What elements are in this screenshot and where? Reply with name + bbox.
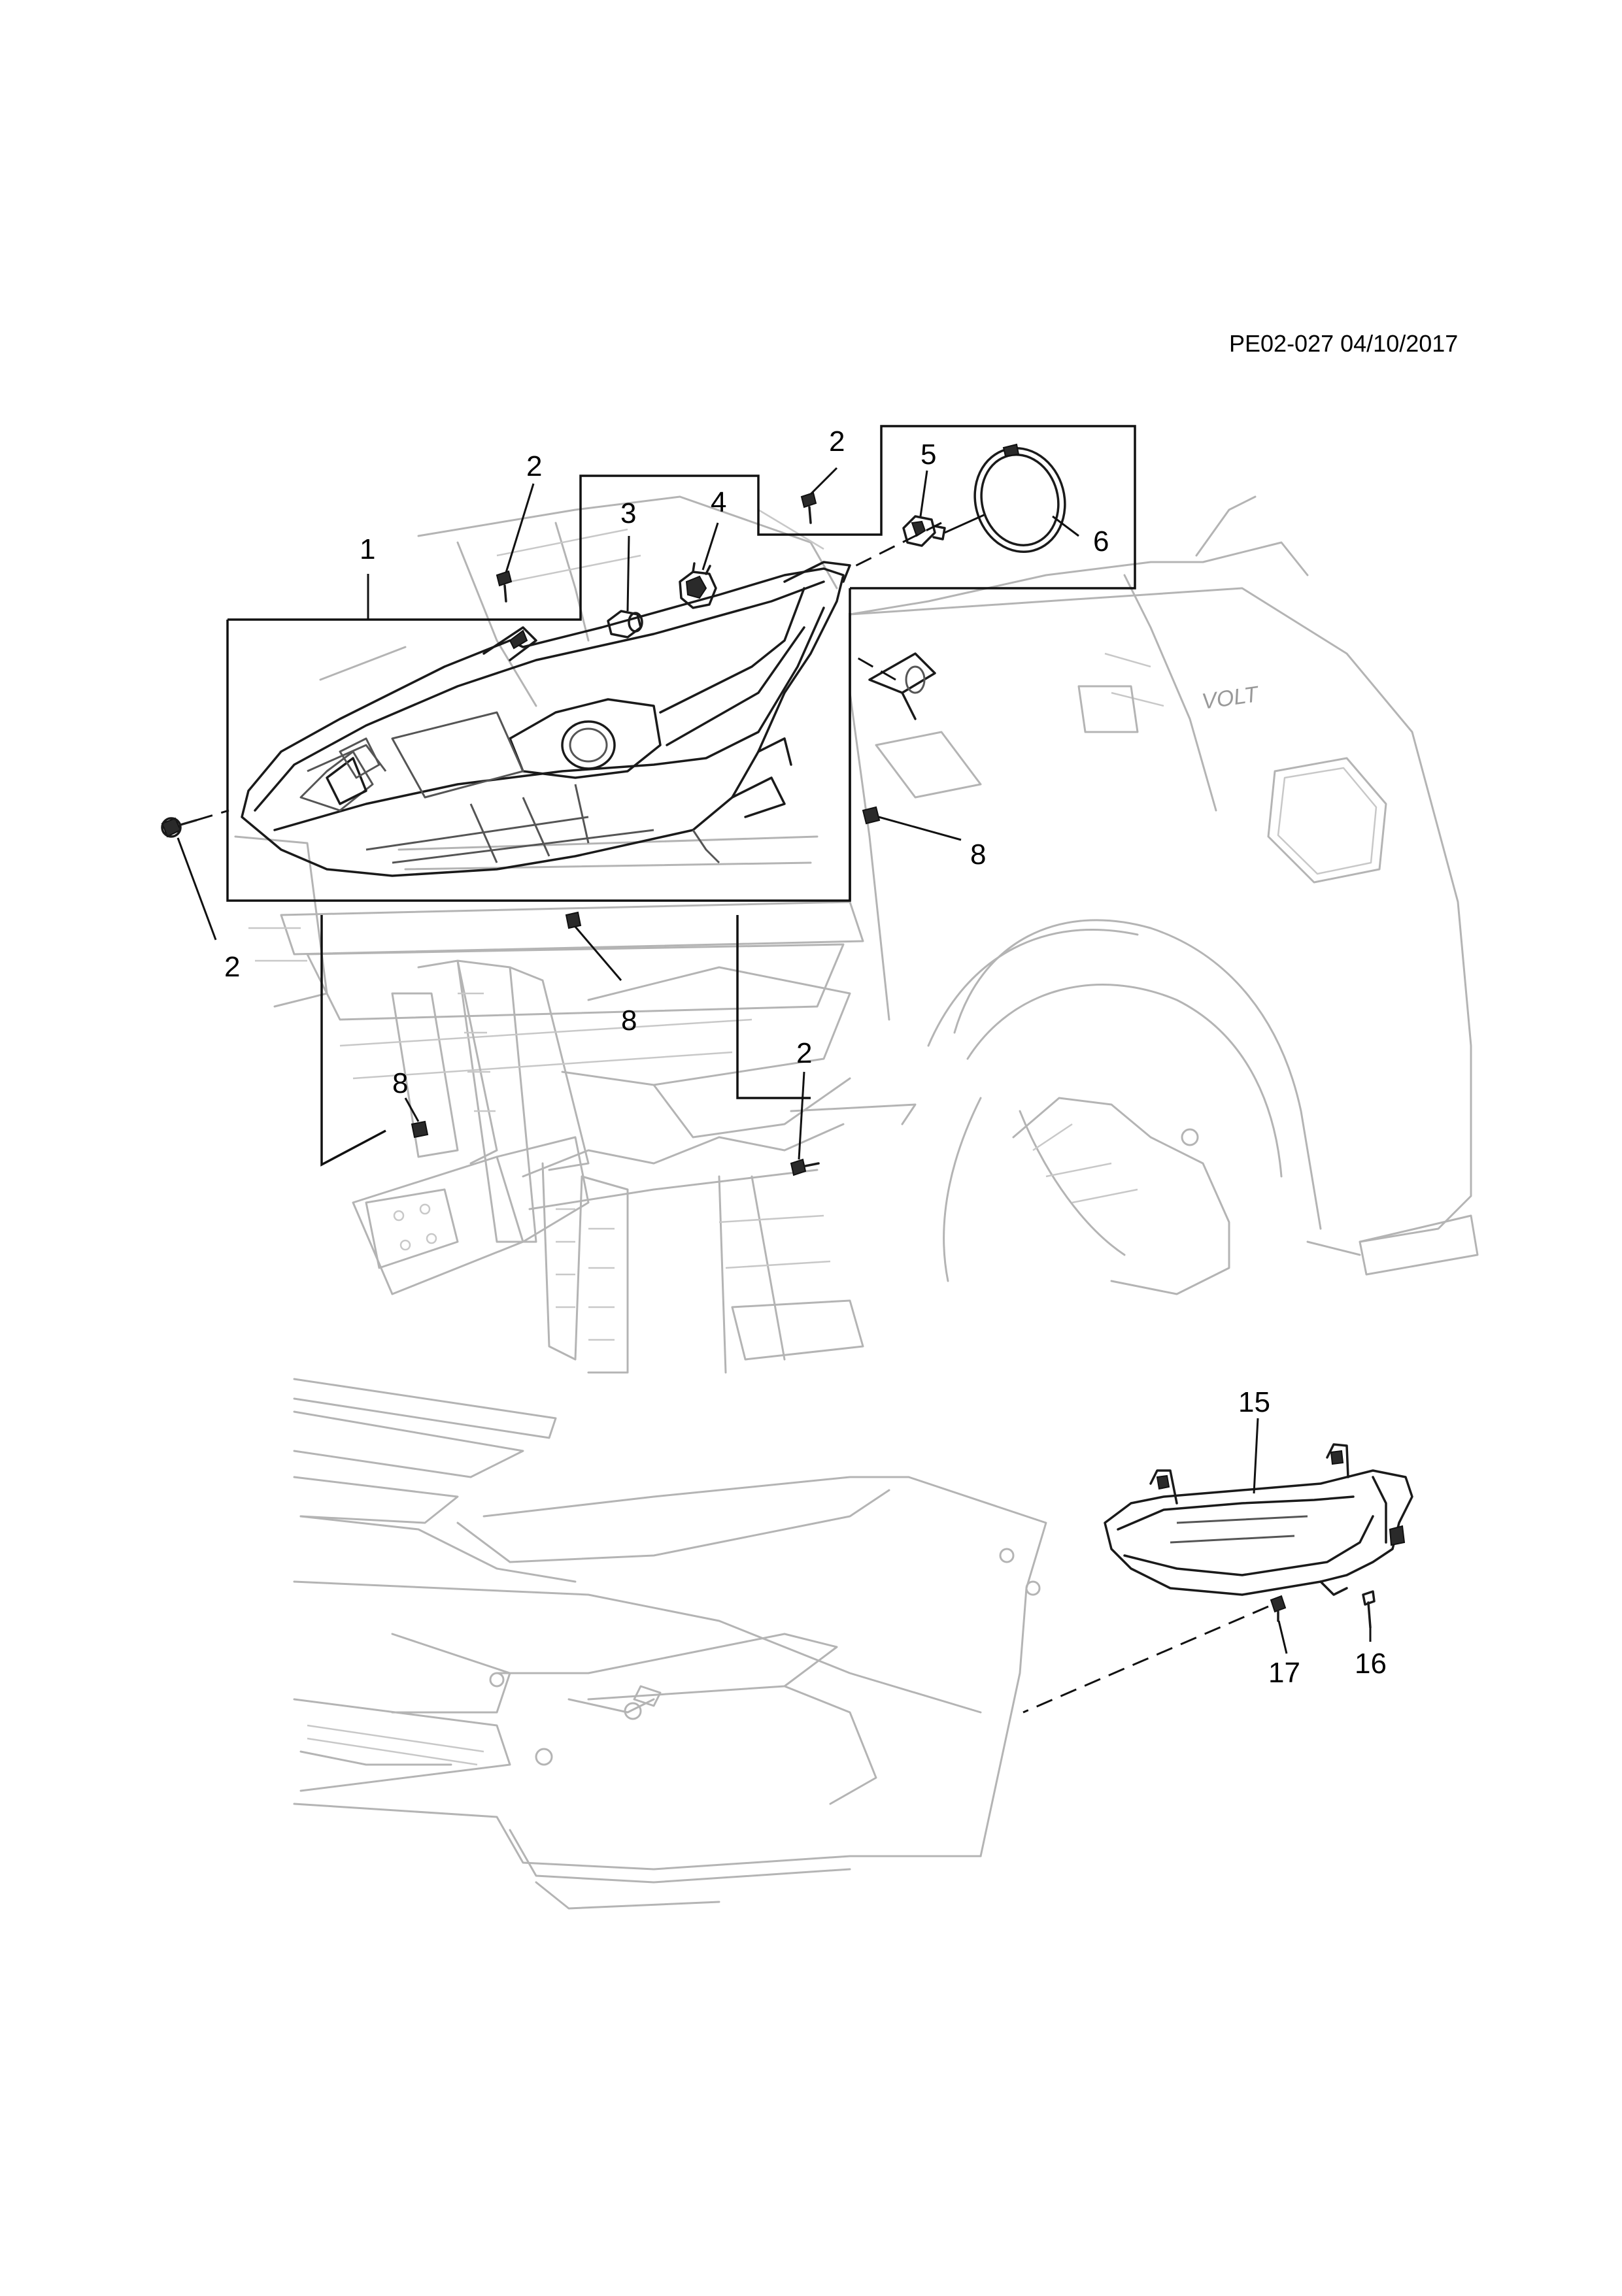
callout-17: 17: [1268, 1657, 1300, 1689]
callout-5: 5: [921, 439, 936, 471]
callout-2-bottom: 2: [796, 1037, 812, 1069]
bulb-part-3: [607, 610, 643, 639]
callout-16: 16: [1355, 1648, 1387, 1680]
bracket-right: [868, 652, 936, 720]
callout-2-top-right: 2: [829, 425, 845, 458]
callout-2-top-left: 2: [526, 450, 542, 482]
callout-1: 1: [360, 533, 375, 565]
clip-8-right: [862, 806, 881, 825]
leader-lines: [177, 467, 1372, 1654]
callout-3: 3: [620, 497, 636, 529]
bulb-part-5: [902, 515, 946, 547]
callout-2-left: 2: [224, 951, 240, 983]
nut-part-17: [1270, 1595, 1287, 1622]
callout-6: 6: [1093, 525, 1109, 557]
fender: VOLT: [849, 495, 1479, 1295]
headlamp-assembly: [241, 561, 851, 877]
callout-8-right: 8: [970, 839, 986, 871]
callout-labels: 1 2 2 2 2 3 4 5 6 8 8 8 15 16 17: [224, 425, 1387, 1689]
front-structure: [234, 495, 917, 1374]
fastener-2-bottom: [790, 1158, 820, 1176]
callout-8-middle: 8: [621, 1005, 637, 1037]
callout-4: 4: [711, 486, 726, 518]
alignment-lines: [195, 522, 1269, 1714]
group-frame-headlamp: [226, 425, 1136, 902]
front-bumper-fascia: [293, 1378, 1047, 1910]
fog-lamp-part-15: [1104, 1443, 1413, 1596]
callout-15: 15: [1238, 1386, 1270, 1418]
clip-8-lower: [411, 1120, 429, 1139]
diagram-reference-code: PE02-027 04/10/2017: [1229, 330, 1459, 357]
fastener-2-left: [161, 817, 197, 838]
socket-part-4: [679, 562, 717, 609]
callout-8-lower: 8: [392, 1067, 408, 1099]
clip-8-middle: [565, 911, 582, 929]
screw-part-16: [1362, 1590, 1376, 1629]
group-frame-lower: [320, 915, 811, 1167]
fastener-2-top-left: [496, 570, 513, 603]
fender-badge: VOLT: [1200, 682, 1261, 714]
fastener-2-top-right: [800, 491, 817, 524]
gasket-ring-part-6: [973, 443, 1066, 554]
